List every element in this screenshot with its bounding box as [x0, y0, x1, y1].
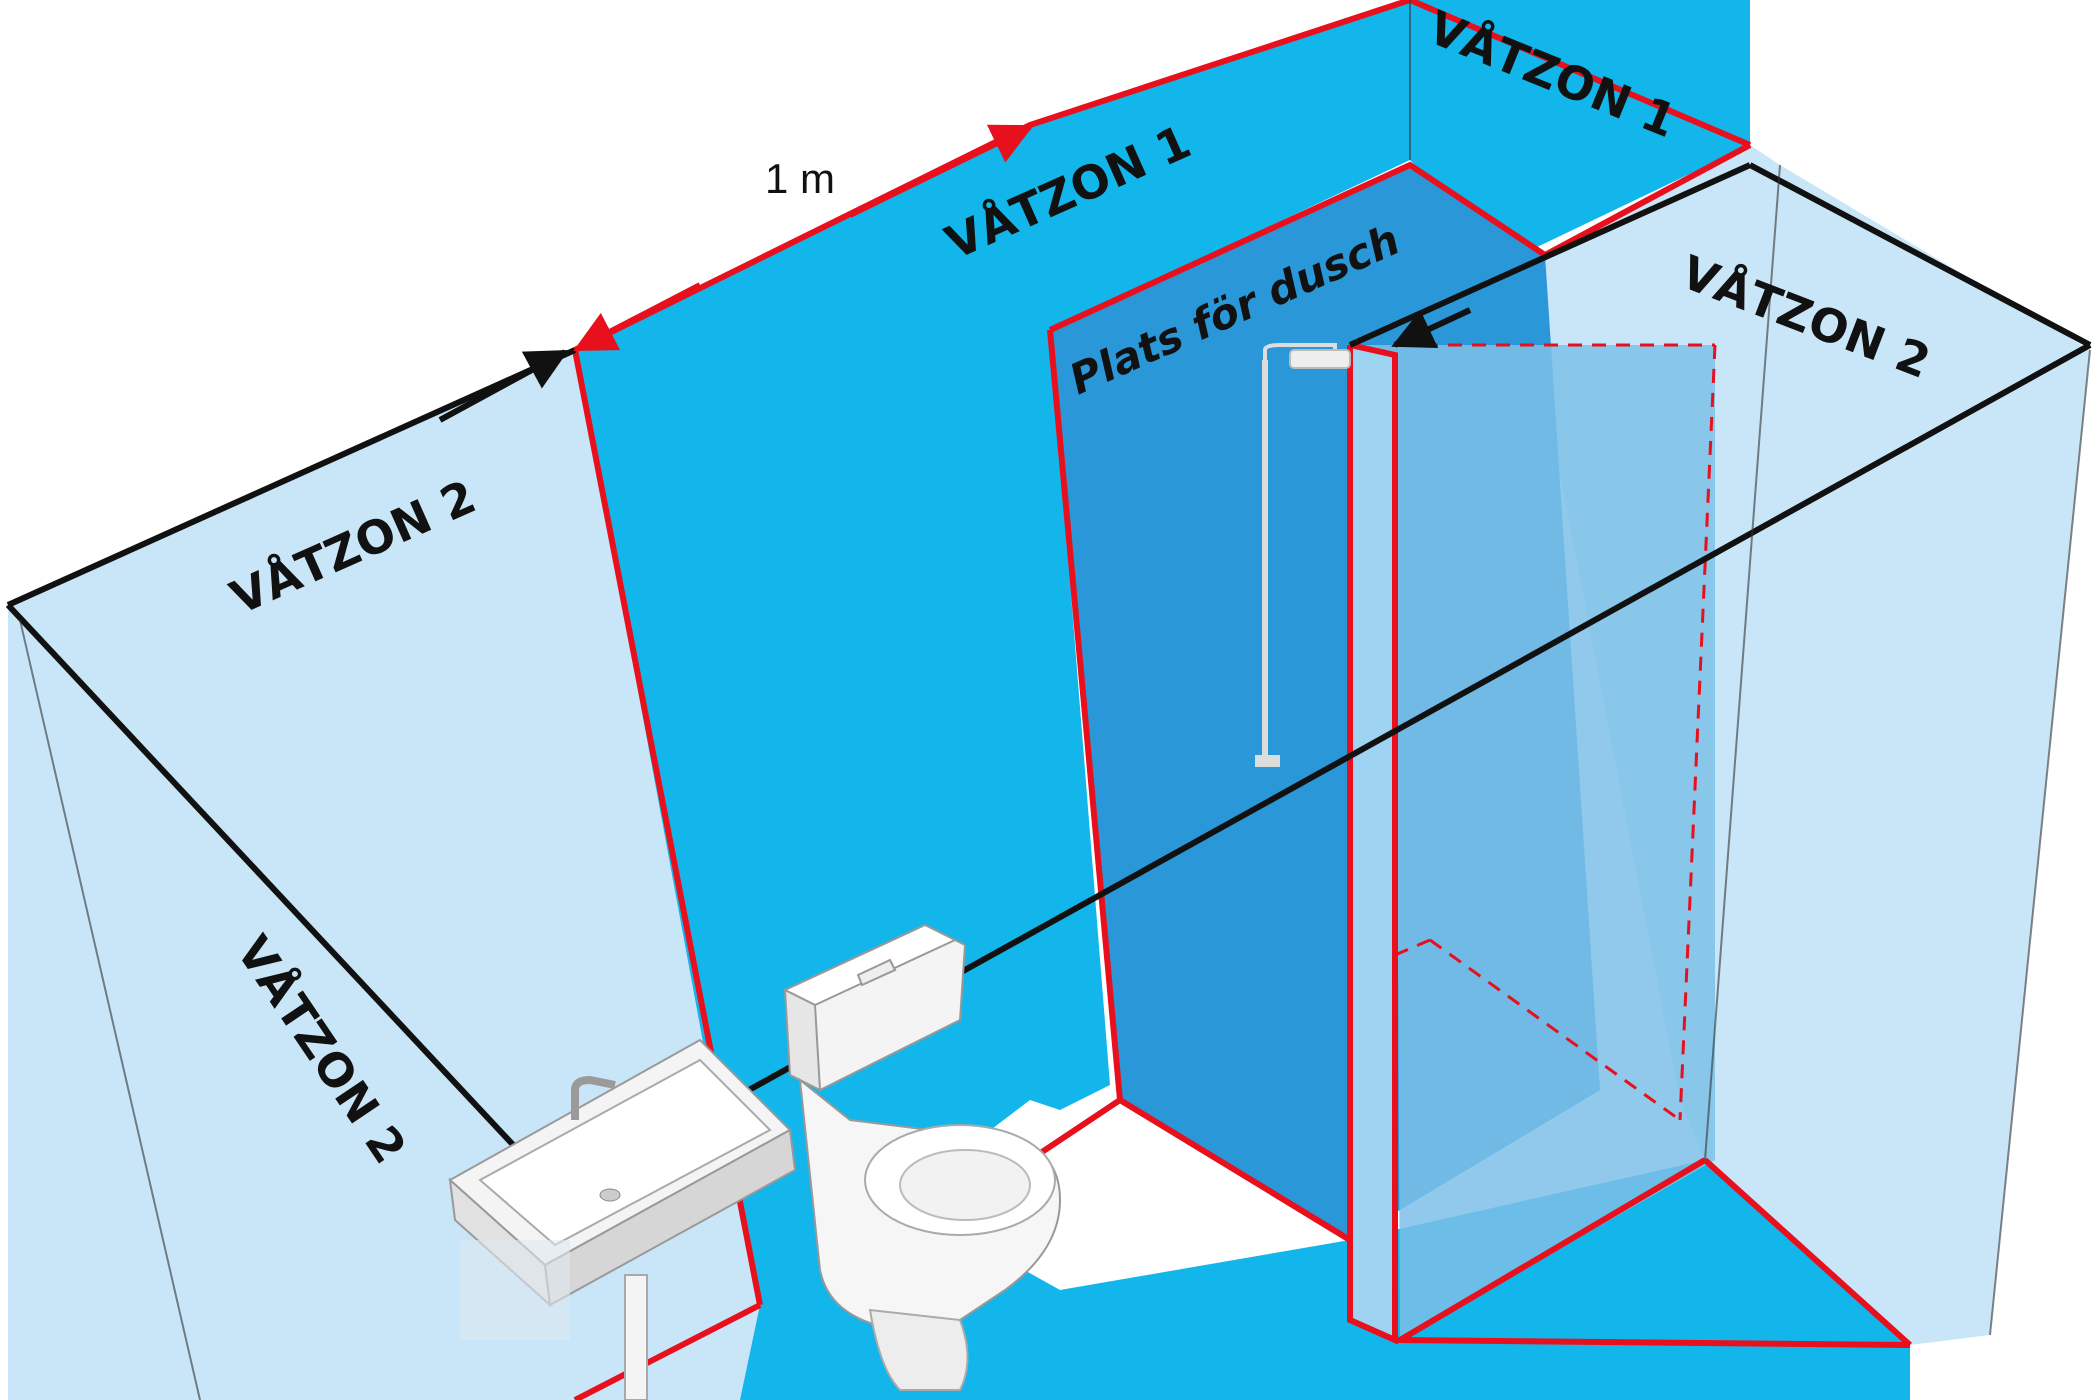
label-dimension: 1 m — [765, 155, 835, 202]
dimension-arrow-left — [573, 282, 702, 352]
zone2-arrow-right — [1391, 307, 1472, 349]
toilet-icon — [782, 923, 1062, 1391]
washbasin-icon — [448, 1038, 797, 1400]
right-wall-zone1 — [1410, 0, 1750, 260]
zone1-dashed — [1394, 343, 1717, 1122]
zone2-arrow-left — [438, 349, 569, 423]
zone2-volume — [8, 350, 660, 1210]
dimension-arrow-right — [848, 124, 1034, 218]
shower-glass-panel — [1345, 345, 1715, 1340]
thin-edges — [19, 0, 2091, 1400]
shower-panel-edge — [1350, 345, 1395, 1340]
left-wall-front — [8, 605, 200, 1400]
shower-head-icon — [1255, 343, 1351, 767]
